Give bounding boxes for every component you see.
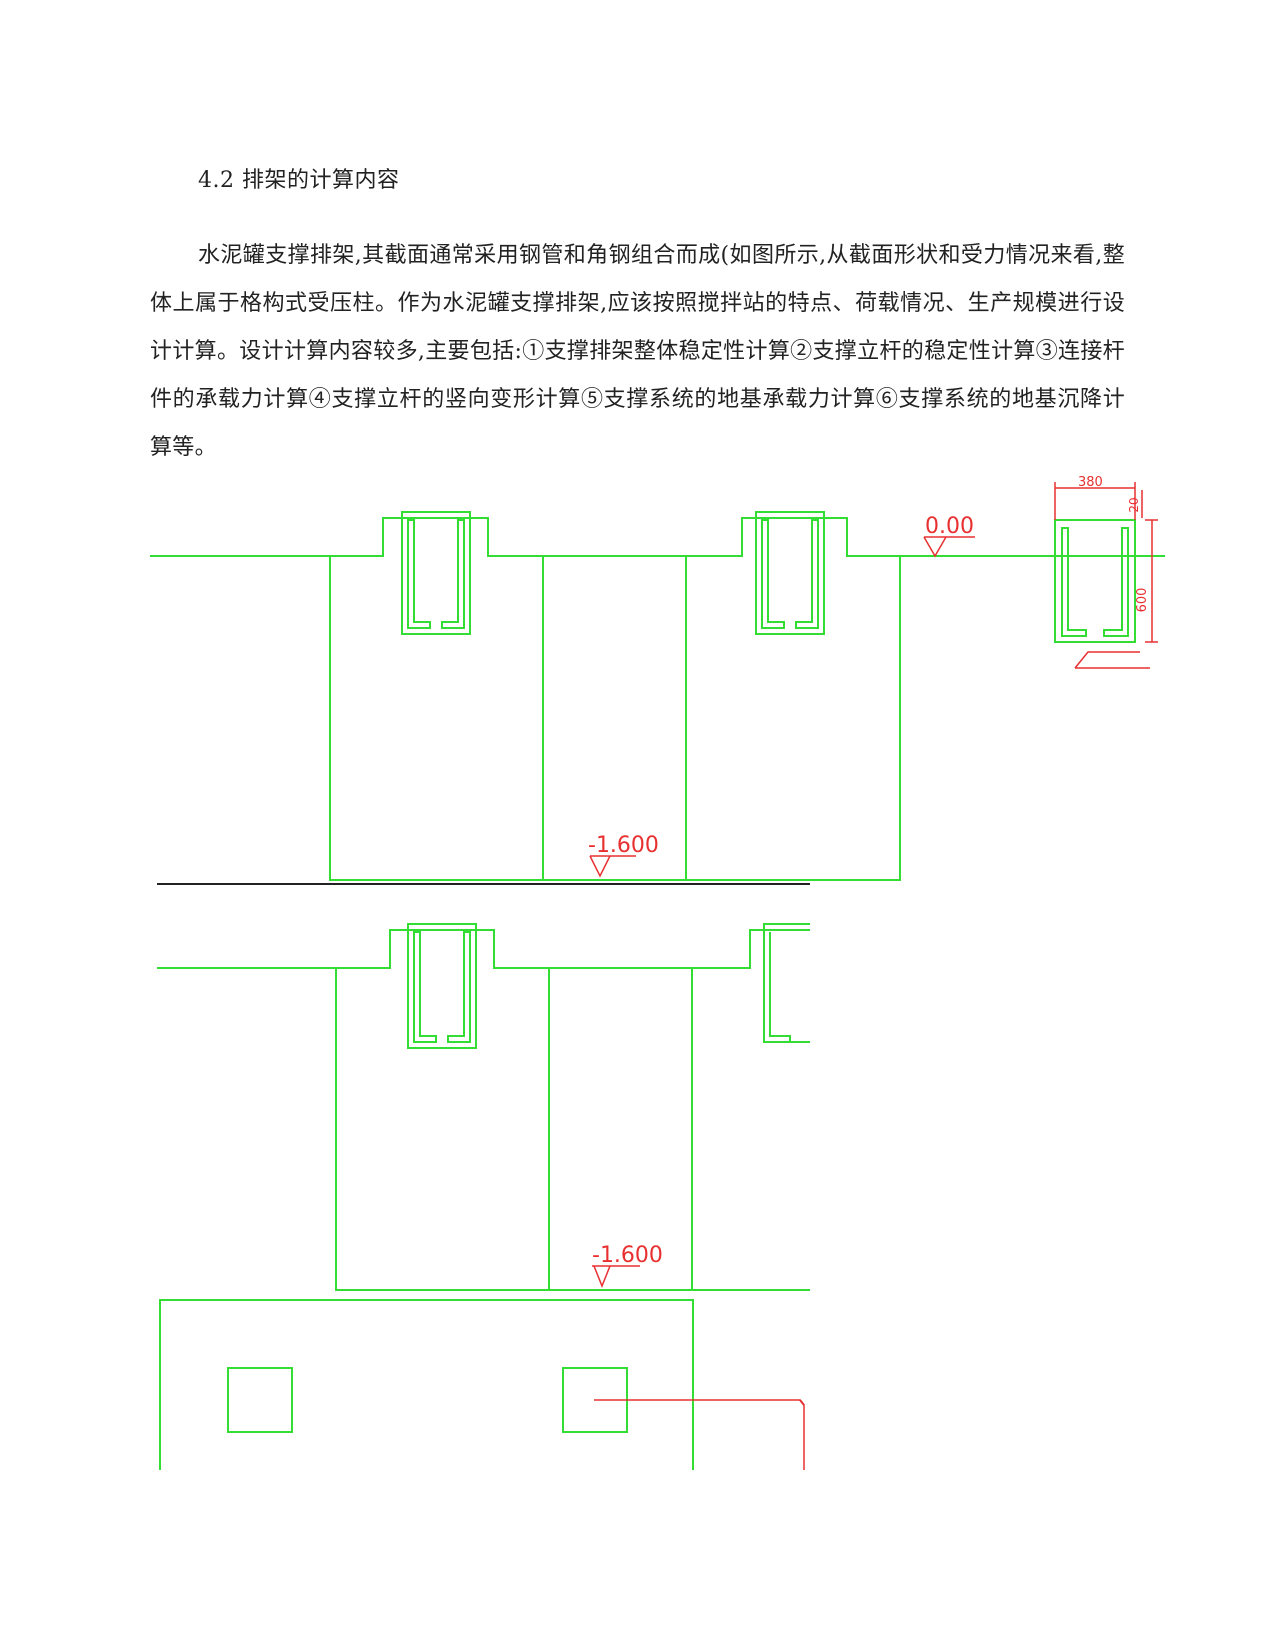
level-label-upper-bottom: -1.600 bbox=[588, 833, 659, 858]
body-paragraph: 水泥罐支撑排架,其截面通常采用钢管和角钢组合而成(如图所示,从截面形状和受力情况… bbox=[150, 243, 1125, 460]
section-heading: 4.2 排架的计算内容 bbox=[198, 168, 400, 193]
level-label-lower-bottom: -1.600 bbox=[592, 1243, 663, 1268]
lower-section-drawing bbox=[157, 923, 810, 1470]
dimension-height-label: 600 bbox=[1135, 588, 1150, 613]
upper-annotations: 0.00 -1.600 380 600 20 bbox=[588, 475, 1158, 878]
dimension-width-label: 380 bbox=[1078, 475, 1103, 490]
dimension-small-label: 20 bbox=[1127, 497, 1141, 512]
lower-annotations: -1.600 bbox=[592, 1243, 805, 1470]
upper-section-drawing bbox=[150, 511, 1165, 881]
level-label-top: 0.00 bbox=[925, 514, 974, 539]
